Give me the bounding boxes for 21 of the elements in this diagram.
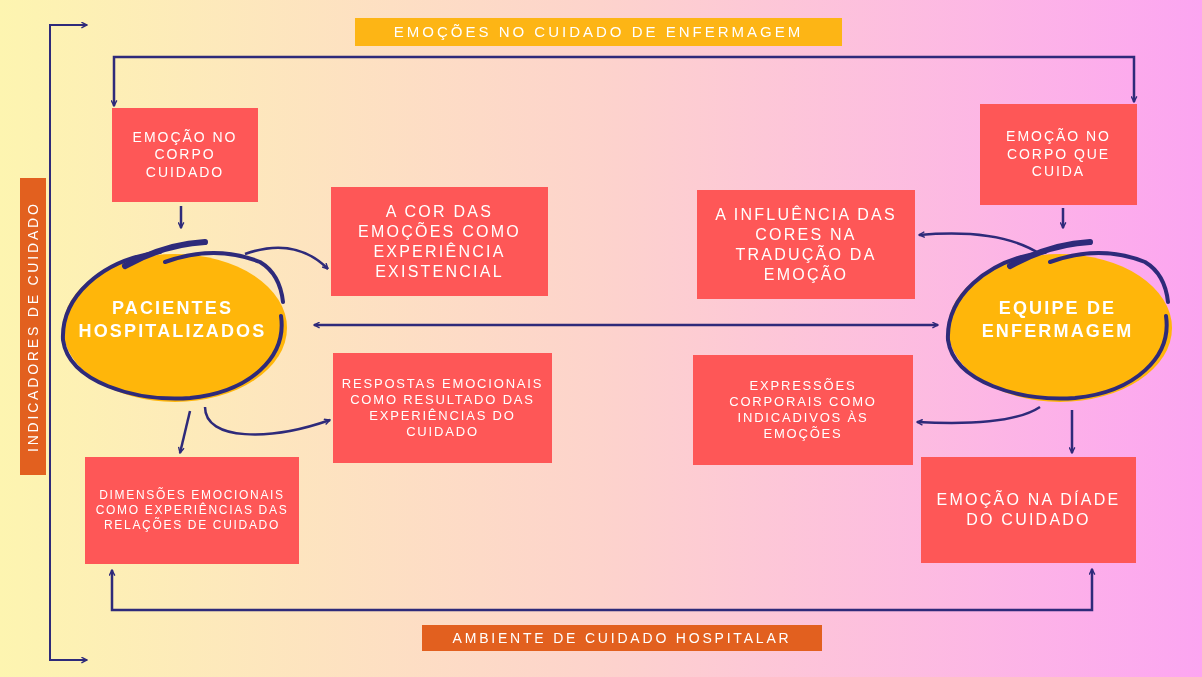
arrow (177, 410, 192, 454)
arrow (203, 406, 331, 436)
arrow (1068, 410, 1076, 454)
topic-box: DIMENSÕES EMOCIONAIS COMO EXPERIÊNCIAS DAS RELAÇÕES DE CUIDADO (85, 457, 299, 564)
topic-box: A INFLUÊNCIA DAS CORES NA TRADUÇÃO DA EMOÇÃO (697, 190, 915, 299)
title-banner: EMOÇÕES NO CUIDADO DE ENFERMAGEM (355, 18, 842, 46)
topic-box: EMOÇÃO NO CORPO QUE CUIDA (980, 104, 1137, 205)
side-banner: INDICADORES DE CUIDADO (20, 178, 46, 475)
arrow (916, 405, 1041, 426)
arrow (244, 246, 329, 270)
arrow (108, 568, 1096, 612)
topic-box: EMOÇÃO NO CORPO CUIDADO (112, 108, 258, 202)
topic-box: A COR DAS EMOÇÕES COMO EXPERIÊNCIA EXISTENCIAL (331, 187, 548, 296)
topic-box: EXPRESSÕES CORPORAIS COMO INDICADIVOS ÀS EMOÇÕES (693, 355, 913, 465)
topic-box: RESPOSTAS EMOCIONAIS COMO RESULTADO DAS EXPERIÊNCIAS DO CUIDADO (333, 353, 552, 463)
arrow (177, 206, 185, 229)
banner: AMBIENTE DE CUIDADO HOSPITALAR (422, 625, 822, 651)
topic-box: EMOÇÃO NA DÍADE DO CUIDADO (921, 457, 1136, 563)
arrow (313, 321, 939, 329)
arrow (1059, 208, 1067, 229)
arrow (110, 55, 1138, 107)
